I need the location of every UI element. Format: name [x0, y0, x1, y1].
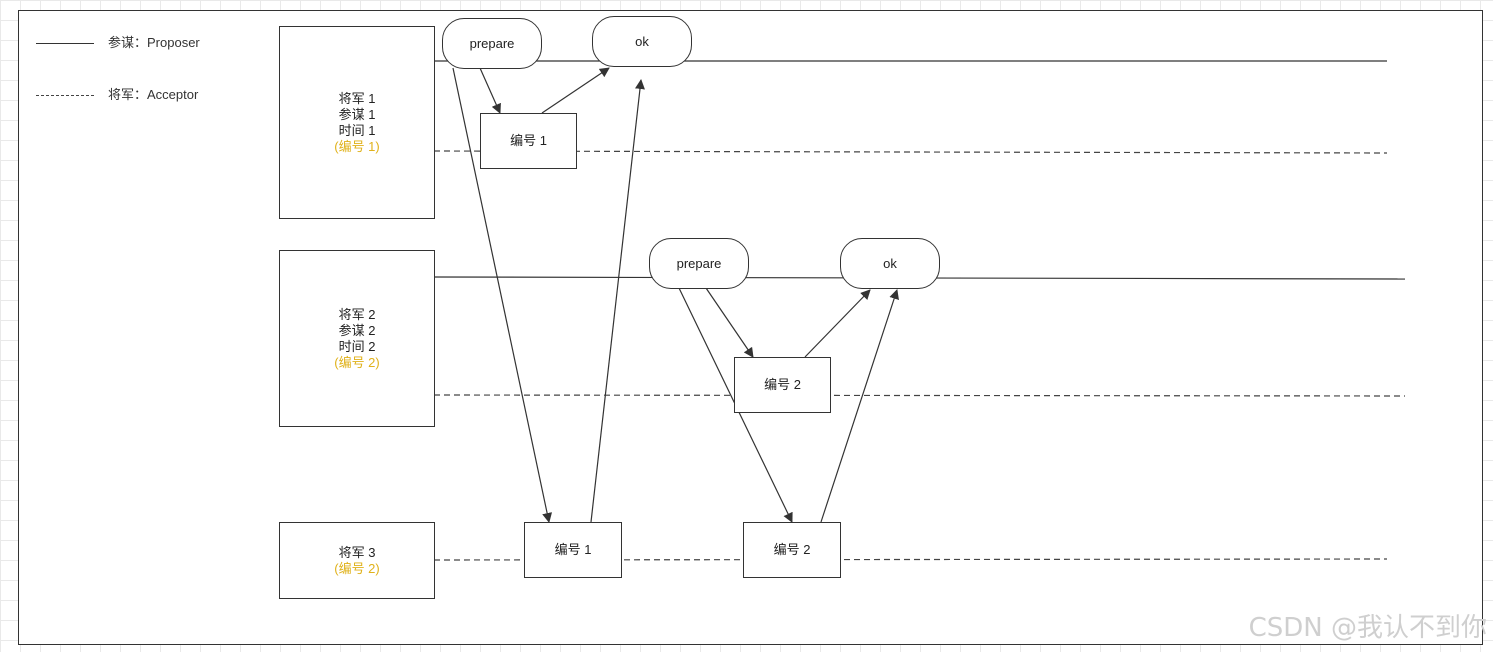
- general-3-number: (编号 2): [334, 560, 380, 576]
- prepare-1-pill: prepare: [442, 18, 542, 69]
- general-2-proposer: 参谋 2: [338, 322, 376, 338]
- general-1-proposer: 参谋 1: [338, 106, 376, 122]
- general-1-box: 将军 1 参谋 1 时间 1 (编号 1): [279, 26, 435, 219]
- arrow-prepare1-to-num1: [479, 67, 501, 114]
- number-2-general-2-label: 编号 2: [764, 377, 801, 392]
- number-2-general-3-box: 编号 2: [743, 522, 841, 578]
- prepare-2-pill: prepare: [649, 238, 749, 289]
- number-1-general-1-label: 编号 1: [510, 133, 547, 148]
- number-1-general-3-label: 编号 1: [554, 542, 592, 557]
- legend-dashed-line: [36, 95, 94, 96]
- general-2-box: 将军 2 参谋 2 时间 2 (编号 2): [279, 250, 435, 427]
- ok-1-pill: ok: [592, 16, 692, 67]
- arrow-g3-to-ok1: [590, 79, 645, 523]
- general-1-name: 将军 1: [338, 90, 376, 106]
- number-2-general-2-box: 编号 2: [734, 357, 831, 413]
- general-1-time: 时间 1: [338, 122, 376, 138]
- general-3-box: 将军 3 (编号 2): [279, 522, 435, 599]
- arrow-num1-to-ok1: [541, 67, 610, 114]
- general-2-name: 将军 2: [338, 306, 376, 322]
- legend-acceptor-label: 将军：Acceptor: [108, 87, 199, 102]
- general-2-time: 时间 2: [338, 338, 376, 354]
- ok-2-pill: ok: [840, 238, 940, 289]
- acceptor-line-3: [433, 558, 1388, 561]
- watermark: CSDN @我认不到你: [1248, 613, 1487, 643]
- general-3-name: 将军 3: [338, 544, 376, 560]
- number-1-general-1-box: 编号 1: [480, 113, 577, 169]
- arrow-num2-to-ok2: [804, 289, 871, 358]
- legend-solid-line: [36, 43, 94, 44]
- acceptor-line-2: [433, 394, 1406, 397]
- legend-proposer-label: 参谋：Proposer: [108, 35, 200, 50]
- number-2-general-3-label: 编号 2: [773, 542, 811, 557]
- general-2-number: (编号 2): [334, 354, 380, 370]
- arrow-prepare2-to-num2: [705, 287, 754, 358]
- arrow-prepare1-to-g3: [452, 67, 553, 523]
- number-1-general-3-box: 编号 1: [524, 522, 622, 578]
- acceptor-line-1: [433, 150, 1388, 154]
- general-1-number: (编号 1): [334, 138, 380, 154]
- arrow-g3-to-ok2: [820, 289, 899, 523]
